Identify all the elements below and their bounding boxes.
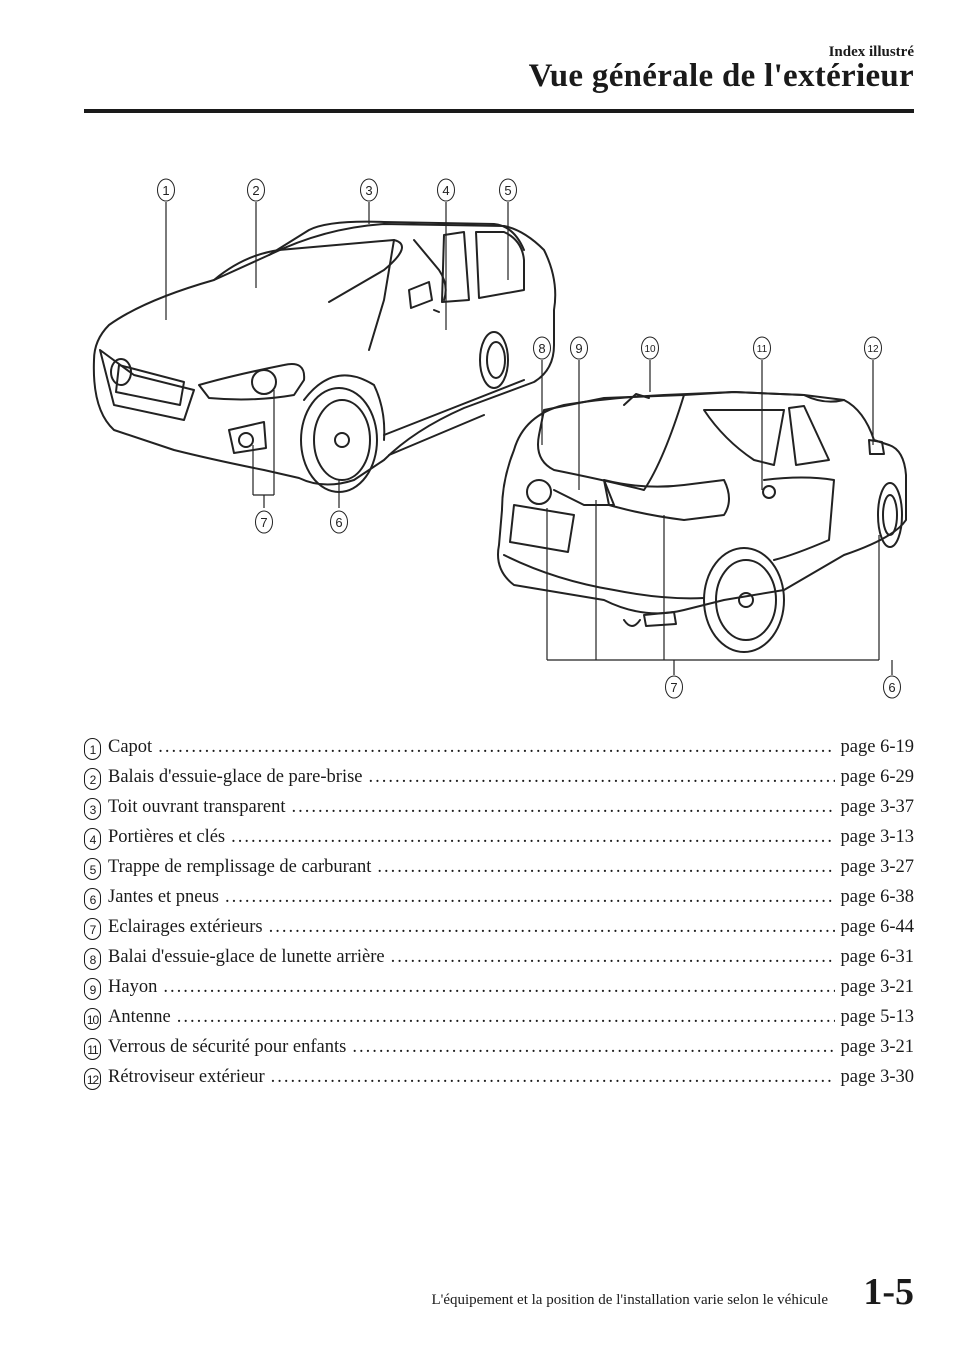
- list-item: 12 Rétroviseur extérieur page 3-30: [84, 1066, 914, 1096]
- leader-dots: [369, 767, 835, 788]
- leader-dots: [291, 797, 834, 818]
- item-number-badge: 5: [84, 858, 101, 880]
- item-page-ref: page 3-30: [840, 1067, 914, 1087]
- item-label: Antenne: [108, 1007, 171, 1027]
- list-item: 6 Jantes et pneus page 6-38: [84, 886, 914, 916]
- item-number-badge: 9: [84, 978, 101, 1000]
- item-page-ref: page 3-21: [840, 977, 914, 997]
- svg-text:1: 1: [162, 183, 169, 198]
- callout-8: 8: [533, 336, 551, 360]
- svg-text:6: 6: [335, 515, 342, 530]
- item-number-badge: 7: [84, 918, 101, 940]
- callout-3: 3: [360, 178, 378, 202]
- item-number-badge: 3: [84, 798, 101, 820]
- svg-text:10: 10: [644, 344, 656, 355]
- item-number-badge: 2: [84, 768, 101, 790]
- item-label: Balais d'essuie-glace de pare-brise: [108, 767, 363, 787]
- front-vehicle-drawing: [92, 220, 557, 493]
- callout-10: 10: [641, 336, 659, 360]
- callout-12: 12: [864, 336, 882, 360]
- item-label: Jantes et pneus: [108, 887, 219, 907]
- item-label: Verrous de sécurité pour enfants: [108, 1037, 347, 1057]
- item-page-ref: page 5-13: [840, 1007, 914, 1027]
- item-page-ref: page 6-44: [840, 917, 914, 937]
- svg-text:5: 5: [504, 183, 511, 198]
- leader-dots: [352, 1037, 834, 1058]
- callout-leaders: [165, 202, 893, 675]
- leader-dots: [158, 737, 834, 758]
- item-page-ref: page 3-21: [840, 1037, 914, 1057]
- leader-dots: [177, 1007, 835, 1028]
- callout-4: 4: [437, 178, 455, 202]
- item-label: Balai d'essuie-glace de lunette arrière: [108, 947, 385, 967]
- callout-7-rear: 7: [665, 675, 683, 699]
- item-page-ref: page 6-19: [840, 737, 914, 757]
- leader-dots: [377, 857, 834, 878]
- leader-dots: [271, 1067, 835, 1088]
- list-item: 7 Eclairages extérieurs page 6-44: [84, 916, 914, 946]
- item-number-badge: 6: [84, 888, 101, 910]
- item-number-badge: 10: [84, 1008, 101, 1030]
- page-number: 1-5: [863, 1271, 914, 1313]
- item-label: Toit ouvrant transparent: [108, 797, 286, 817]
- svg-text:2: 2: [252, 183, 259, 198]
- leader-dots: [231, 827, 834, 848]
- item-label: Portières et clés: [108, 827, 226, 847]
- page-title: Vue générale de l'extérieur: [528, 58, 914, 94]
- item-page-ref: page 6-29: [840, 767, 914, 787]
- callout-7-front: 7: [255, 510, 273, 534]
- list-item: 10 Antenne page 5-13: [84, 1006, 914, 1036]
- svg-text:11: 11: [757, 344, 768, 355]
- item-number-badge: 8: [84, 948, 101, 970]
- callout-6-front: 6: [330, 510, 348, 534]
- item-page-ref: page 6-38: [840, 887, 914, 907]
- list-item: 1 Capot page 6-19: [84, 736, 914, 766]
- rear-vehicle-drawing: [497, 391, 907, 653]
- list-item: 9 Hayon page 3-21: [84, 976, 914, 1006]
- svg-text:12: 12: [867, 344, 879, 355]
- item-page-ref: page 3-13: [840, 827, 914, 847]
- callout-11: 11: [753, 336, 771, 360]
- list-item: 2 Balais d'essuie-glace de pare-brise page…: [84, 766, 914, 796]
- svg-text:9: 9: [575, 341, 582, 356]
- svg-text:3: 3: [365, 183, 372, 198]
- callout-6-rear: 6: [883, 675, 901, 699]
- leader-dots: [391, 947, 835, 968]
- item-label: Trappe de remplissage de carburant: [108, 857, 372, 877]
- svg-text:6: 6: [888, 680, 895, 695]
- svg-text:8: 8: [538, 341, 545, 356]
- callout-9: 9: [570, 336, 588, 360]
- item-number-badge: 12: [84, 1068, 101, 1090]
- callout-2: 2: [247, 178, 265, 202]
- leader-dots: [269, 917, 835, 938]
- leader-dots: [225, 887, 835, 908]
- list-item: 8 Balai d'essuie-glace de lunette arrière…: [84, 946, 914, 976]
- callout-5: 5: [499, 178, 517, 202]
- callout-1: 1: [157, 178, 175, 202]
- item-label: Rétroviseur extérieur: [108, 1067, 265, 1087]
- item-page-ref: page 6-31: [840, 947, 914, 967]
- vehicle-exterior-illustration: 1 2 3 4 5 7 6 8 9 10 11 12 7 6: [92, 178, 907, 699]
- item-label: Eclairages extérieurs: [108, 917, 263, 937]
- list-item: 3 Toit ouvrant transparent page 3-37: [84, 796, 914, 826]
- svg-text:7: 7: [260, 515, 267, 530]
- item-page-ref: page 3-27: [840, 857, 914, 877]
- svg-text:4: 4: [442, 183, 449, 198]
- item-label: Hayon: [108, 977, 158, 997]
- item-label: Capot: [108, 737, 153, 757]
- component-index-list: 1 Capot page 6-19 2 Balais d'essuie-glace d…: [84, 736, 914, 1096]
- section-label: Index illustré: [828, 44, 914, 60]
- footer-note: L'équipement et la position de l'install…: [431, 1292, 828, 1308]
- list-item: 5 Trappe de remplissage de carburant page …: [84, 856, 914, 886]
- item-page-ref: page 3-37: [840, 797, 914, 817]
- item-number-badge: 11: [84, 1038, 101, 1060]
- title-rule: [84, 109, 914, 113]
- list-item: 4 Portières et clés page 3-13: [84, 826, 914, 856]
- svg-text:7: 7: [670, 680, 677, 695]
- leader-dots: [163, 977, 834, 998]
- item-number-badge: 1: [84, 738, 101, 760]
- list-item: 11 Verrous de sécurité pour enfants page 3…: [84, 1036, 914, 1066]
- item-number-badge: 4: [84, 828, 101, 850]
